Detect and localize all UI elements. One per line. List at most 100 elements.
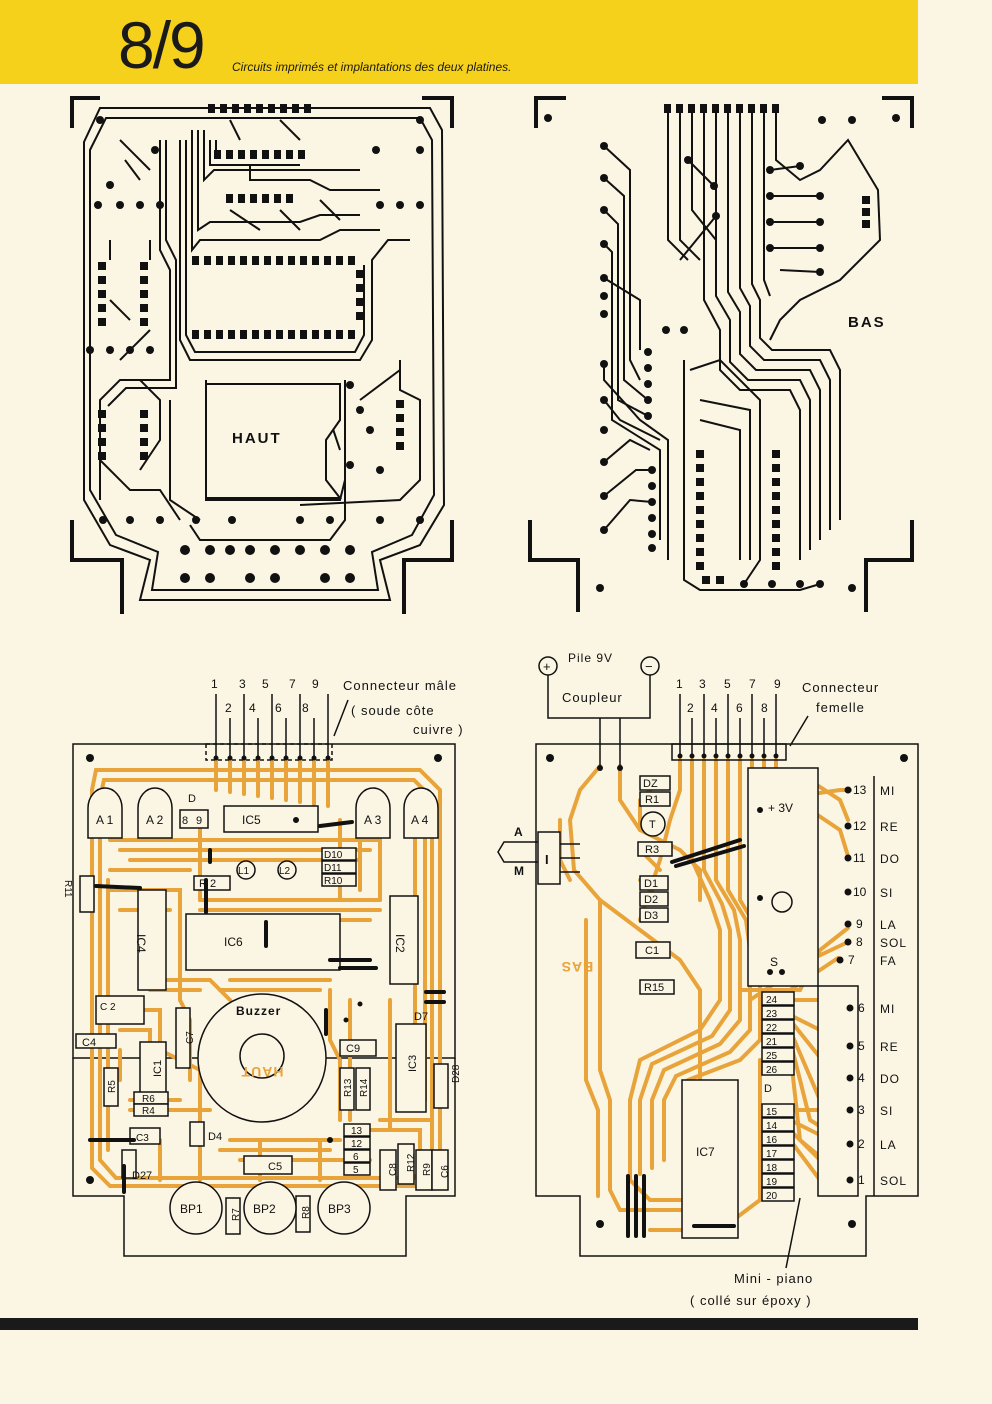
comp-r9: R9 <box>422 1163 433 1176</box>
comp-bp1: BP1 <box>180 1202 203 1216</box>
comp-r1: R1 <box>645 794 659 806</box>
key-3-note: SI <box>880 1104 893 1118</box>
pcb-haut-label: HAUT <box>232 430 282 447</box>
comp-buzzer: Buzzer <box>236 1004 281 1018</box>
comp-d9: 9 <box>196 815 202 827</box>
comp-c1: C1 <box>645 945 659 957</box>
diode-22: 22 <box>766 1023 778 1034</box>
comp-d28: D28 <box>451 1064 462 1083</box>
right-mirrored-label: BAS <box>561 959 594 975</box>
comp-ic7: IC7 <box>696 1145 715 1159</box>
key-12-note: RE <box>880 820 899 834</box>
mini-piano-note: ( collé sur époxy ) <box>690 1293 812 1308</box>
comp-d4: D4 <box>208 1131 222 1143</box>
key-1-note: SOL <box>880 1174 907 1188</box>
comp-c2: C 2 <box>100 1002 116 1013</box>
left-connector-odd-7: 7 <box>289 677 296 691</box>
diode-26: 26 <box>766 1065 778 1076</box>
comp-d13: 13 <box>351 1126 363 1137</box>
right-connector-odd-9: 9 <box>774 677 781 691</box>
comp-c6: C6 <box>440 1165 451 1178</box>
mini-piano-label: Mini - piano <box>734 1271 813 1286</box>
right-connector-even-4: 4 <box>711 701 718 715</box>
right-connector-odd-1: 1 <box>676 677 683 691</box>
diode-18: 18 <box>766 1163 778 1174</box>
comp-a4: A 4 <box>411 813 429 827</box>
comp-dz: DZ <box>643 778 658 790</box>
right-connector-odd-7: 7 <box>749 677 756 691</box>
comp-ic1: IC1 <box>152 1060 164 1077</box>
diode-14: 14 <box>766 1121 778 1132</box>
key-6-num: 6 <box>858 1001 865 1015</box>
diode-15: 15 <box>766 1107 778 1118</box>
diode-19: 19 <box>766 1177 778 1188</box>
comp-plus3v: + 3V <box>768 801 793 815</box>
left-connector-even-8: 8 <box>302 701 309 715</box>
left-connector-title: Connecteur mâle <box>343 678 457 693</box>
comp-d2: D2 <box>644 894 658 906</box>
diode-24: 24 <box>766 995 778 1006</box>
battery-minus: − <box>645 659 653 674</box>
left-connector-odd-5: 5 <box>262 677 269 691</box>
comp-t: T <box>649 819 656 831</box>
comp-l2: L2 <box>279 866 291 877</box>
pcb-haut <box>70 96 454 614</box>
comp-s: S <box>770 955 778 969</box>
comp-a3: A 3 <box>364 813 382 827</box>
left-connector-odd-9: 9 <box>312 677 319 691</box>
key-9-note: LA <box>880 918 897 932</box>
comp-ic6: IC6 <box>224 935 243 949</box>
comp-ic4: IC4 <box>134 934 148 953</box>
comp-bp3: BP3 <box>328 1202 351 1216</box>
diode-25: 25 <box>766 1051 778 1062</box>
comp-r8: R8 <box>301 1206 312 1219</box>
comp-d8: 8 <box>182 815 188 827</box>
header-band <box>0 0 918 84</box>
page-subtitle: Circuits imprimés et implantations des d… <box>232 60 512 74</box>
key-5-note: RE <box>880 1040 899 1054</box>
right-connector-even-8: 8 <box>761 701 768 715</box>
comp-r5: R5 <box>107 1080 118 1093</box>
comp-c7: C7 <box>185 1031 196 1044</box>
left-connector-even-6: 6 <box>275 701 282 715</box>
comp-r2: R 2 <box>199 878 216 890</box>
key-11-note: DO <box>880 852 900 866</box>
key-12-num: 12 <box>853 819 867 833</box>
comp-c9: C9 <box>346 1043 360 1055</box>
key-2-note: LA <box>880 1138 897 1152</box>
key-13-note: MI <box>880 784 895 798</box>
key-10-note: SI <box>880 886 893 900</box>
right-connector-odd-3: 3 <box>699 677 706 691</box>
pcb-bas-label: BAS <box>848 314 886 331</box>
comp-bp2: BP2 <box>253 1202 276 1216</box>
battery-label: Pile 9V <box>568 651 613 665</box>
key-13-num: 13 <box>853 783 867 797</box>
comp-c8: C8 <box>388 1163 399 1176</box>
comp-d12: 12 <box>351 1139 363 1150</box>
key-7-note: FA <box>880 954 897 968</box>
comp-d7: D7 <box>414 1011 428 1023</box>
right-connector-sub: femelle <box>816 700 865 715</box>
left-connector-odd-1: 1 <box>211 677 218 691</box>
comp-r12: R12 <box>406 1153 417 1172</box>
comp-ic3: IC3 <box>407 1055 419 1072</box>
page-number: 8/9 <box>118 8 206 82</box>
key-5-num: 5 <box>858 1039 865 1053</box>
layout-right-board <box>497 656 919 1269</box>
comp-a1: A 1 <box>96 813 114 827</box>
key-11-num: 11 <box>853 851 866 865</box>
switch-a: A <box>514 825 523 839</box>
right-connector-even-6: 6 <box>736 701 743 715</box>
left-connector-note-1: ( soude côte <box>351 703 435 718</box>
key-7-num: 7 <box>848 953 855 967</box>
comp-r11: R11 <box>62 880 73 898</box>
diode-17: 17 <box>766 1149 778 1160</box>
comp-r15: R15 <box>644 982 664 994</box>
key-8-note: SOL <box>880 936 907 950</box>
key-6-note: MI <box>880 1002 895 1016</box>
layout-left-board <box>72 694 456 1257</box>
comp-c3: C3 <box>136 1133 149 1144</box>
key-8-num: 8 <box>856 935 863 949</box>
comp-ic2: IC2 <box>393 934 407 953</box>
battery-plus: + <box>543 659 551 674</box>
